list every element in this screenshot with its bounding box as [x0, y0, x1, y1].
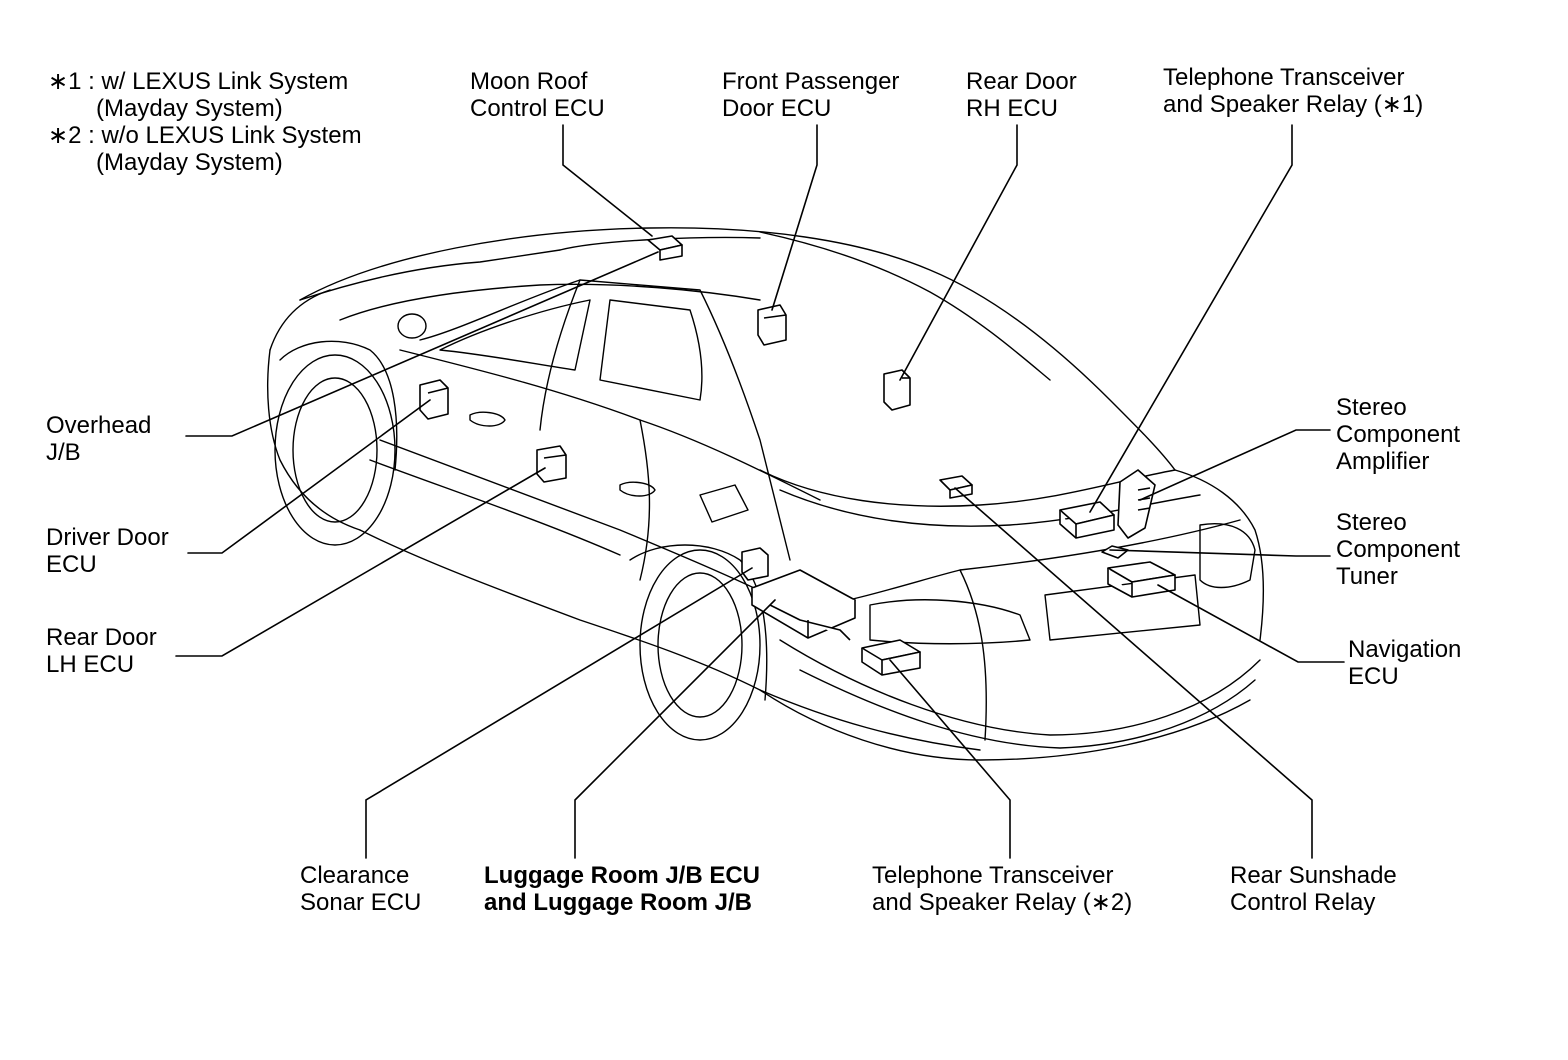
leader-moon-roof [562, 124, 653, 237]
leader-stereo-tuner [1109, 549, 1331, 557]
note-2-sub: (Mayday System) [96, 149, 283, 176]
rear-sunshade-relay-marker [939, 475, 973, 499]
leader-telephone-2 [889, 659, 1011, 859]
rear-door-lh-ecu-marker [536, 445, 567, 483]
leader-rear-door-rh [899, 124, 1018, 381]
note-1-sub: (Mayday System) [96, 95, 283, 122]
leader-luggage-room [574, 599, 776, 859]
leader-driver-door [187, 399, 431, 554]
note-1: ∗1 : w/ LEXUS Link System [48, 68, 349, 95]
leader-front-passenger [771, 124, 818, 311]
stereo-tuner-marker [1101, 545, 1129, 559]
rear-door-rh-ecu-marker [883, 369, 911, 411]
front-passenger-ecu-marker [757, 304, 787, 346]
driver-door-ecu-marker [419, 379, 449, 420]
navigation-ecu-marker [1107, 561, 1176, 598]
telephone-transceiver-2-marker [861, 639, 921, 676]
leader-navigation [1157, 584, 1345, 663]
leader-lines [175, 124, 1345, 859]
luggage-room-jb-marker [751, 569, 856, 641]
telephone-transceiver-1-marker [1059, 501, 1115, 539]
stereo-amplifier-marker [1117, 469, 1156, 539]
car-outline [267, 227, 1264, 761]
leader-rear-door-lh [175, 467, 546, 657]
leader-overhead-jb [185, 251, 659, 437]
notes-legend: ∗1 : w/ LEXUS Link System (Mayday System… [48, 68, 362, 176]
leader-clearance-sonar [365, 567, 753, 859]
leader-rear-sunshade [954, 487, 1313, 859]
leader-telephone-1 [1089, 124, 1293, 513]
moon-roof-ecu-marker [647, 235, 683, 261]
component-markers [419, 235, 1176, 676]
leader-stereo-amp [1139, 429, 1331, 501]
clearance-sonar-ecu-marker [741, 547, 769, 581]
note-2: ∗2 : w/o LEXUS Link System [48, 122, 362, 149]
